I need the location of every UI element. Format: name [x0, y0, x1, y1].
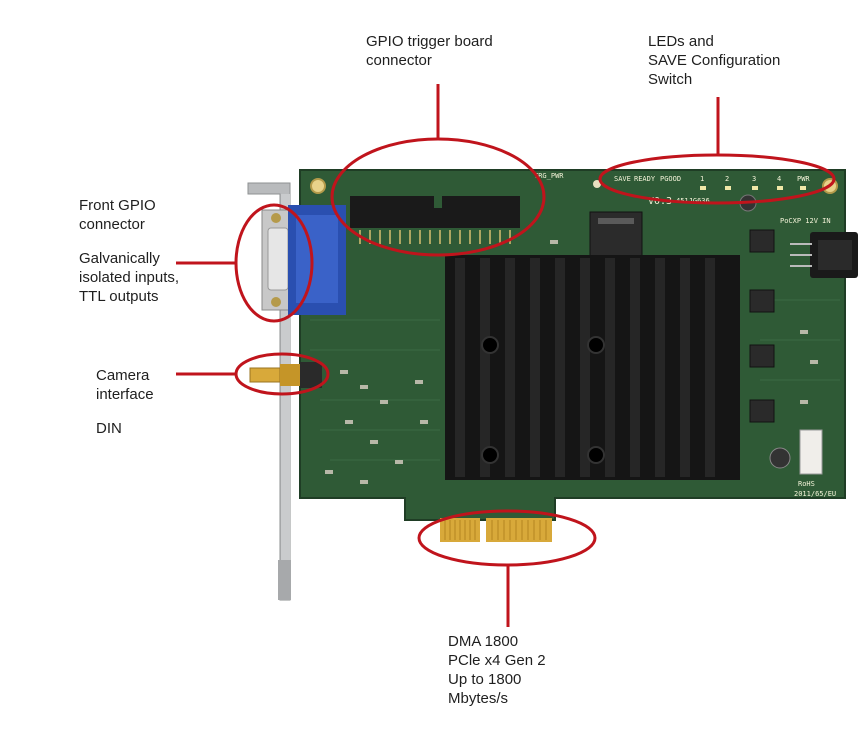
camera-din-connector: [249, 362, 322, 388]
pcie-line4: Mbytes/s: [448, 690, 509, 707]
leds-line2: SAVE Configuration: [648, 52, 781, 69]
camera-line1: Camera: [96, 367, 150, 384]
front-gpio-line3: Galvanically: [79, 250, 160, 267]
front-gpio-line4: isolated inputs,: [79, 269, 180, 286]
silk-led-ready: READY: [634, 175, 656, 183]
phy-chips: [749, 229, 775, 423]
silk-led-pwr: PWR: [797, 175, 810, 183]
silk-led-2: 2: [725, 175, 729, 183]
power-connector: [790, 232, 858, 278]
front-gpio-connector: [261, 205, 346, 315]
front-gpio-line5: TTL outputs: [79, 288, 159, 305]
silk-led-save: SAVE: [614, 175, 631, 183]
silk-power-label: PoCXP 12V IN: [780, 217, 831, 225]
pcie-line2: PCle x4 Gen 2: [448, 652, 546, 669]
gpio-trigger-callout: GPIO trigger board connector: [366, 32, 493, 70]
silk-rohs-code: 2011/65/EU: [794, 490, 836, 498]
front-gpio-line2: connector: [79, 216, 145, 233]
aux-connector: RoHS 2011/65/EU: [769, 429, 836, 498]
pcie-callout: DMA 1800 PCle x4 Gen 2 Up to 1800 Mbytes…: [448, 632, 546, 708]
leds-line1: LEDs and: [648, 33, 714, 50]
gpio-trigger-line1: GPIO trigger board: [366, 33, 493, 50]
camera-line2: interface: [96, 386, 154, 403]
gpio-trigger-line2: connector: [366, 52, 432, 69]
camera-line3: DIN: [96, 420, 122, 437]
pcie-line1: DMA 1800: [448, 633, 519, 650]
pcie-line3: Up to 1800: [448, 671, 522, 688]
pcie-edge-connector: [440, 518, 552, 542]
silk-trg-pwr: TRG_PWR: [534, 172, 564, 180]
silk-led-pgood: PGOOD: [660, 175, 681, 183]
leds-callout: LEDs and SAVE Configuration Switch: [648, 32, 780, 89]
silk-serial: 451JG636: [676, 197, 710, 205]
silk-rohs: RoHS: [798, 480, 815, 488]
fpga-chip: [589, 211, 643, 257]
front-gpio-line1: Front GPIO: [79, 197, 156, 214]
front-gpio-callout: Front GPIO connector Galvanically isolat…: [79, 196, 179, 306]
heatsink: [445, 255, 740, 480]
silk-led-1: 1: [700, 175, 704, 183]
leds-line3: Switch: [648, 71, 693, 88]
gpio-trigger-header: [350, 196, 520, 244]
camera-callout: Camera interface DIN: [96, 366, 154, 438]
silk-led-3: 3: [752, 175, 756, 183]
silk-led-4: 4: [777, 175, 781, 183]
callout-leaders: [176, 84, 720, 627]
